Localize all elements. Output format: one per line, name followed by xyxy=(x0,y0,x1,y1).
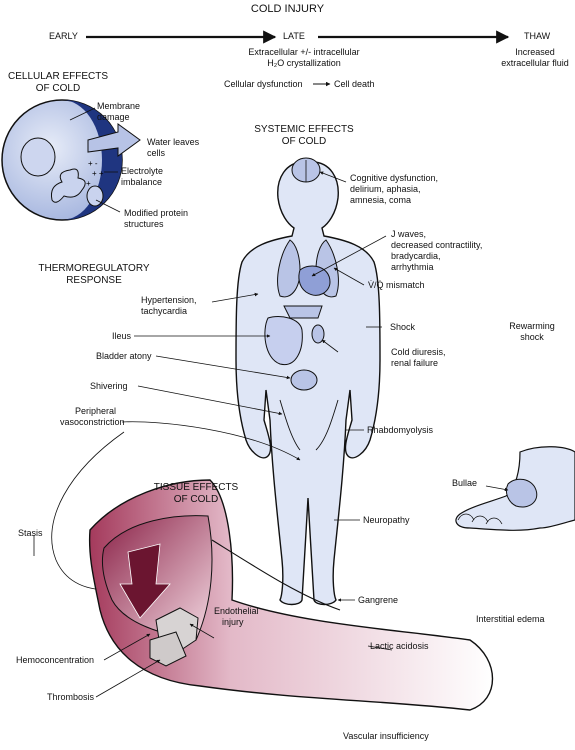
membrane-line1: Membrane xyxy=(97,101,141,111)
foot-illustration xyxy=(455,446,575,531)
rewarming-line2: shock xyxy=(520,332,544,342)
thermo-heading-line2: RESPONSE xyxy=(66,275,122,286)
timeline-late: LATE xyxy=(283,31,305,41)
shivering: Shivering xyxy=(90,381,128,391)
rhabdomyolysis: Rhabdomyolysis xyxy=(367,425,434,435)
vessel-illustration xyxy=(88,479,494,711)
thermo-heading-line1: THERMOREGULATORY xyxy=(38,263,150,274)
thrombosis: Thrombosis xyxy=(47,692,95,702)
vaso-line1: Peripheral xyxy=(75,406,117,416)
cognitive-line1: Cognitive dysfunction, xyxy=(350,173,439,183)
cognitive-line2: delirium, aphasia, xyxy=(350,184,421,194)
vascular-insufficiency: Vascular insufficiency xyxy=(343,731,429,741)
membrane-line2: damage xyxy=(97,112,130,122)
body-leader-lines xyxy=(51,171,387,602)
hemoconcentration: Hemoconcentration xyxy=(16,655,95,665)
protein-line2: structures xyxy=(124,219,164,229)
tissue-heading-line2: OF COLD xyxy=(173,494,219,505)
rewarming-line1: Rewarming xyxy=(509,321,555,331)
protein-line1: Modified protein xyxy=(124,208,189,218)
ileus: Ileus xyxy=(112,331,132,341)
late-note-line2: H₂O crystallization xyxy=(267,58,341,68)
interstitial-edema: Interstitial edema xyxy=(476,614,545,624)
vessel-leader-lines xyxy=(33,535,393,698)
lactic-acidosis: Lactic acidosis xyxy=(370,641,429,651)
thaw-note-line1: Increased xyxy=(515,47,555,57)
endothelial-line2: injury xyxy=(222,617,244,627)
cognitive-line3: amnesia, coma xyxy=(350,195,412,205)
cardiac-line2: decreased contractility, xyxy=(391,240,483,250)
vq-mismatch: V̇/Q̇ mismatch xyxy=(368,280,425,290)
bladder-atony: Bladder atony xyxy=(96,351,152,361)
svg-text:+ +: + + xyxy=(92,169,104,178)
neuropathy: Neuropathy xyxy=(363,515,410,525)
gangrene: Gangrene xyxy=(358,595,399,605)
systemic-heading-line1: SYSTEMIC EFFECTS xyxy=(254,124,354,135)
cell-death: Cell death xyxy=(334,79,375,89)
vaso-line2: vasoconstriction xyxy=(60,417,125,427)
shock: Shock xyxy=(390,322,416,332)
cardiac-line4: arrhythmia xyxy=(391,262,434,272)
timeline-thaw: THAW xyxy=(524,31,551,41)
endothelial-line1: Endothelial xyxy=(214,606,259,616)
cell-leader-lines xyxy=(69,107,121,213)
svg-text:+ -: + - xyxy=(88,159,98,168)
cell-illustration: + - + + + xyxy=(1,99,141,221)
bullae: Bullae xyxy=(452,478,478,488)
body-figure xyxy=(235,157,381,606)
electrolyte-line1: Electrolyte xyxy=(121,166,164,176)
cellular-heading-line1: CELLULAR EFFECTS xyxy=(7,71,109,82)
title: COLD INJURY xyxy=(250,3,325,15)
water-line1: Water leaves xyxy=(147,137,200,147)
cellular-dysfunction: Cellular dysfunction xyxy=(224,79,303,89)
tissue-heading-line1: TISSUE EFFECTS xyxy=(153,482,239,493)
hypertension-line1: Hypertension, xyxy=(141,295,197,305)
cardiac-line3: bradycardia, xyxy=(391,251,441,261)
systemic-heading-line2: OF COLD xyxy=(281,136,327,147)
thaw-note-line2: extracellular fluid xyxy=(501,58,569,68)
cardiac-line1: J waves, xyxy=(391,229,427,239)
water-line2: cells xyxy=(147,148,166,158)
timeline-early: EARLY xyxy=(49,31,78,41)
cellular-heading-line2: OF COLD xyxy=(35,83,81,94)
svg-text:+: + xyxy=(86,179,91,188)
timeline-arrows xyxy=(86,30,510,87)
late-note-line1: Extracellular +/- intracellular xyxy=(248,47,360,57)
diuresis-line1: Cold diuresis, xyxy=(391,347,446,357)
stasis: Stasis xyxy=(18,528,43,538)
hypertension-line2: tachycardia xyxy=(141,306,188,316)
electrolyte-line2: imbalance xyxy=(121,177,163,187)
diuresis-line2: renal failure xyxy=(391,358,439,368)
